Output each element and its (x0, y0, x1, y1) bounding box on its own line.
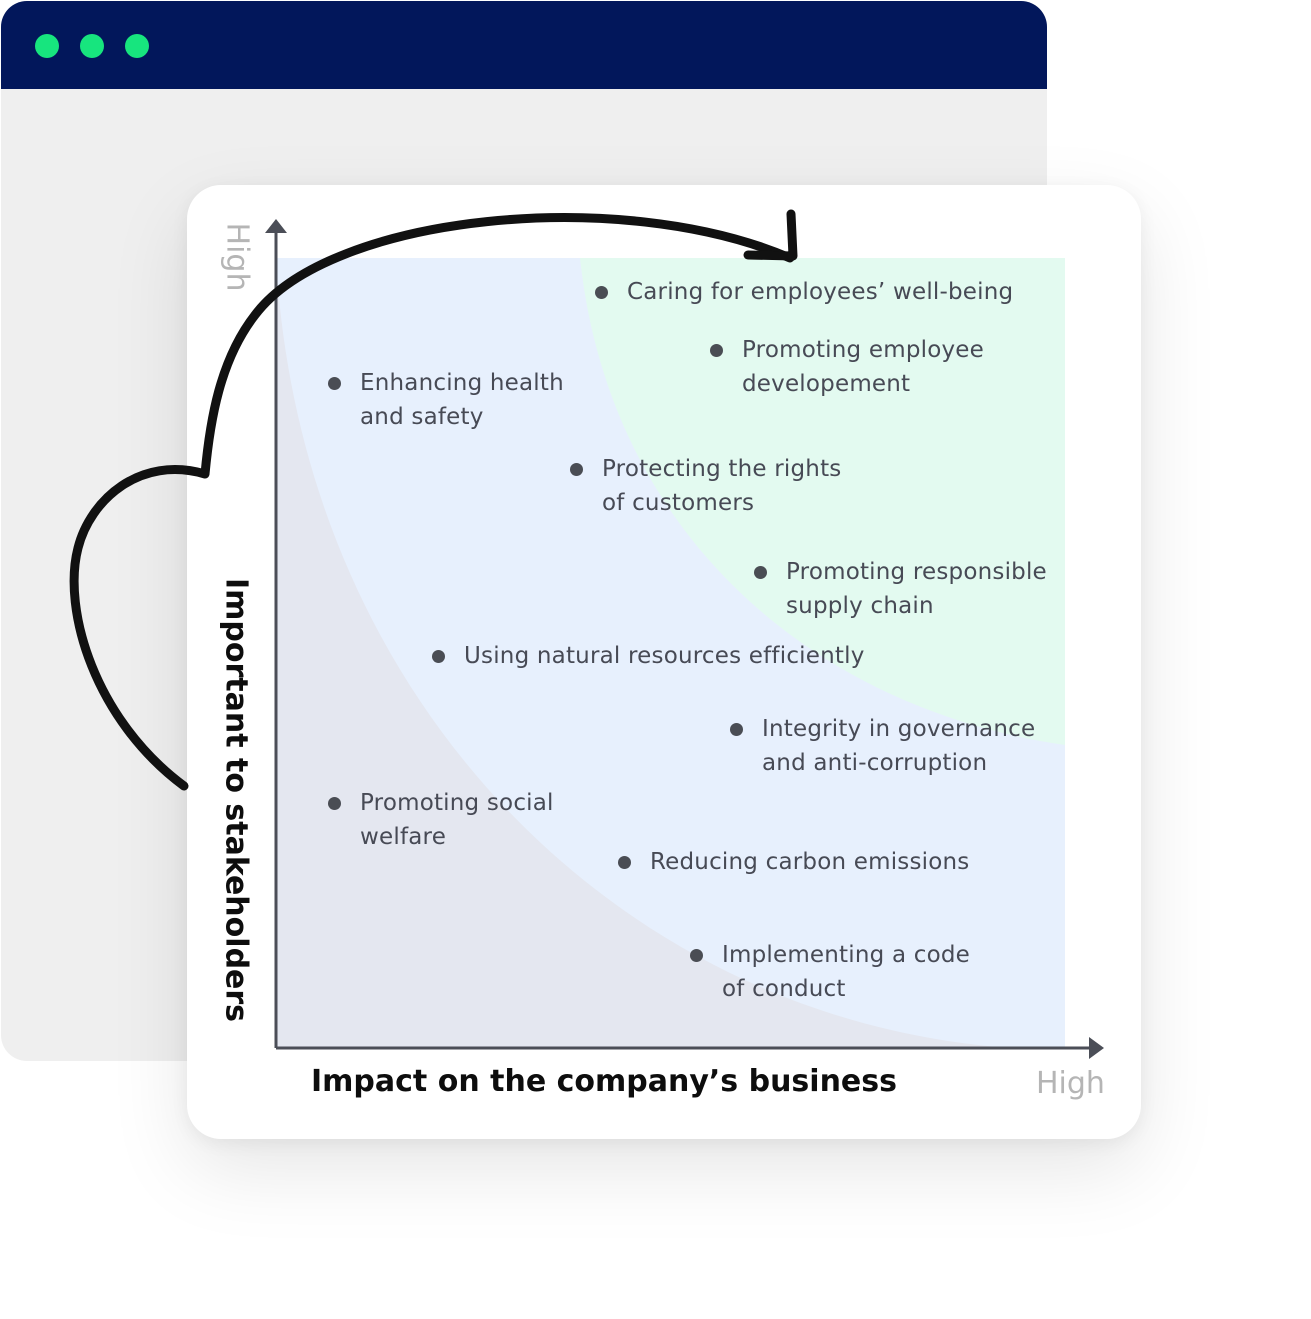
item-line: welfare (360, 824, 447, 850)
y-axis-high-label: High (219, 222, 255, 292)
item-line: and safety (360, 404, 484, 430)
traffic-light-dot (80, 34, 104, 58)
item-bullet-icon (754, 566, 767, 579)
item-label: Protecting the rights of customers (602, 452, 841, 520)
traffic-light-dot (35, 34, 59, 58)
item-bullet-icon (710, 344, 723, 357)
item-line: Reducing carbon emissions (650, 849, 970, 875)
item-line: supply chain (786, 593, 934, 619)
item-line: Protecting the rights (602, 456, 842, 482)
item-label: Promoting employee developement (742, 333, 984, 401)
item-bullet-icon (432, 650, 445, 663)
item-bullet-icon (730, 723, 743, 736)
item-line: and anti-corruption (762, 750, 988, 776)
item-label: Integrity in governance and anti-corrupt… (762, 712, 1035, 780)
item-bullet-icon (570, 463, 583, 476)
item-line: Enhancing health (360, 370, 564, 396)
y-axis-title: Important to stakeholders (218, 577, 254, 1023)
x-axis-title: Impact on the company’s business (311, 1064, 897, 1099)
x-axis-high-label: High (1036, 1066, 1105, 1101)
item-line: of conduct (722, 976, 846, 1002)
item-line: Implementing a code (722, 942, 971, 968)
item-label: Reducing carbon emissions (650, 845, 970, 879)
item-label: Using natural resources efficiently (464, 639, 865, 673)
window-titlebar (1, 1, 1047, 89)
item-label: Enhancing health and safety (360, 366, 564, 434)
item-label: Caring for employees’ well-being (627, 275, 1013, 309)
item-line: Promoting responsible (786, 559, 1047, 585)
item-line: Promoting social (360, 790, 554, 816)
item-line: Caring for employees’ well-being (627, 279, 1014, 305)
item-line: Using natural resources efficiently (464, 643, 865, 669)
item-label: Promoting responsible supply chain (786, 555, 1047, 623)
item-bullet-icon (690, 949, 703, 962)
item-bullet-icon (328, 377, 341, 390)
item-line: of customers (602, 490, 755, 516)
item-line: developement (742, 371, 911, 397)
item-bullet-icon (595, 286, 608, 299)
item-line: Integrity in governance (762, 716, 1036, 742)
x-axis-arrowhead-icon (1089, 1037, 1104, 1059)
zone-high (580, 258, 1065, 745)
curved-arrow-head-icon (743, 209, 798, 261)
item-line: Promoting employee (742, 337, 984, 363)
y-axis-arrowhead-icon (265, 219, 287, 233)
item-bullet-icon (618, 856, 631, 869)
curved-arrow-icon (69, 213, 795, 791)
traffic-light-dot (125, 34, 149, 58)
item-label: Promoting social welfare (360, 786, 554, 854)
item-bullet-icon (328, 797, 341, 810)
item-label: Implementing a code of conduct (722, 938, 970, 1006)
